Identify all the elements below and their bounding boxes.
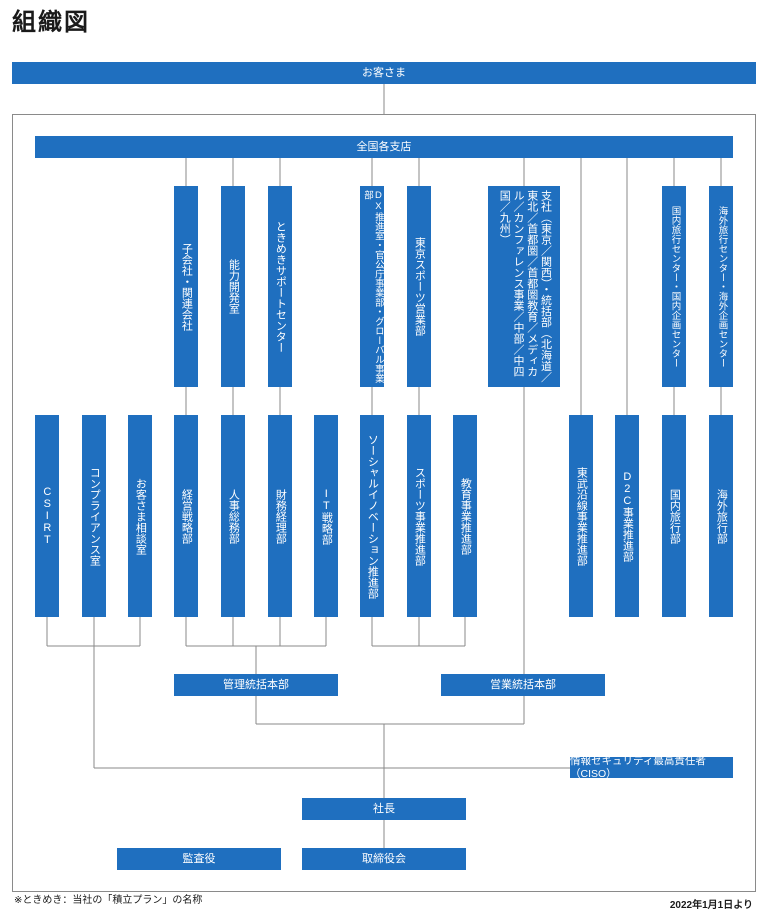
ciso-box: 情報セキュリティ最高責任者（CISO） [570, 755, 733, 780]
dept-customer-consultation: お客さま相談室 [128, 415, 152, 617]
dept-education-business-label: 教育事業推進部 [459, 477, 472, 555]
footnote: ※ときめき：当社の「積立プラン」の名称 [14, 895, 203, 906]
unit-tokyo-sports-sales-label: 東京スポーツ営業部 [413, 237, 426, 336]
dept-tobu-line-business: 東武沿線事業推進部 [569, 415, 593, 617]
customers-box: お客さま [12, 62, 756, 84]
unit-capability-development: 能力開発室 [221, 186, 245, 387]
unit-capability-development-label: 能力開発室 [227, 259, 240, 314]
unit-overseas-travel-center: 海外旅行センター・海外企画センター [709, 186, 733, 387]
dept-social-innovation-label: ソーシャルイノベーション推進部 [366, 433, 379, 599]
dept-overseas-travel-label: 海外旅行部 [715, 488, 728, 544]
dept-csirt-label: CSIRT [41, 486, 54, 546]
dept-finance-accounting-label: 財務経理部 [274, 488, 287, 544]
president-box: 社長 [302, 798, 466, 820]
unit-domestic-travel-center: 国内旅行センター・国内企画センター [662, 186, 686, 387]
organization-frame [12, 114, 756, 892]
unit-tokyo-sports-sales: 東京スポーツ営業部 [407, 186, 431, 387]
dept-finance-accounting: 財務経理部 [268, 415, 292, 617]
dept-csirt: CSIRT [35, 415, 59, 617]
effective-date: 2022年1月1日より [669, 900, 753, 911]
sales-hq-box: 営業統括本部 [441, 674, 605, 696]
dept-customer-consultation-label: お客さま相談室 [134, 477, 147, 555]
unit-domestic-travel-center-label: 国内旅行センター・国内企画センター [669, 205, 681, 368]
dept-compliance-label: コンプライアンス室 [88, 466, 101, 566]
dept-corporate-strategy-label: 経営戦略部 [180, 488, 193, 544]
dept-social-innovation: ソーシャルイノベーション推進部 [360, 415, 384, 617]
dept-it-strategy: IT戦略部 [314, 415, 338, 617]
unit-branches-regional-label: 支社（東京／関西）・統括部（北海道／東北／首都圏／首都圏教育／メディカル／カンフ… [498, 190, 552, 383]
unit-overseas-travel-center-label: 海外旅行センター・海外企画センター [716, 205, 728, 368]
dept-it-strategy-label: IT戦略部 [320, 487, 333, 545]
unit-subsidiaries: 子会社・関連会社 [174, 186, 198, 387]
dept-sports-business: スポーツ事業推進部 [407, 415, 431, 617]
dept-d2c-business-label: D2C事業推進部 [621, 470, 634, 562]
dept-compliance: コンプライアンス室 [82, 415, 106, 617]
dept-hr-general-affairs-label: 人事総務部 [227, 488, 240, 544]
unit-tokimeki-support: ときめきサポートセンター [268, 186, 292, 387]
dept-domestic-travel-label: 国内旅行部 [668, 488, 681, 544]
unit-dx-public-global: DX推進室・官公庁事業部・グローバル事業部 [360, 186, 384, 387]
unit-tokimeki-support-label: ときめきサポートセンター [274, 220, 287, 353]
unit-subsidiaries-label: 子会社・関連会社 [180, 242, 193, 331]
dept-domestic-travel: 国内旅行部 [662, 415, 686, 617]
dept-d2c-business: D2C事業推進部 [615, 415, 639, 617]
dept-sports-business-label: スポーツ事業推進部 [413, 466, 426, 566]
board-box: 取締役会 [302, 848, 466, 870]
auditor-box: 監査役 [117, 848, 281, 870]
dept-overseas-travel: 海外旅行部 [709, 415, 733, 617]
dept-education-business: 教育事業推進部 [453, 415, 477, 617]
dept-corporate-strategy: 経営戦略部 [174, 415, 198, 617]
dept-hr-general-affairs: 人事総務部 [221, 415, 245, 617]
management-hq-box: 管理統括本部 [174, 674, 338, 696]
unit-dx-public-global-label: DX推進室・官公庁事業部・グローバル事業部 [362, 190, 384, 383]
dept-tobu-line-business-label: 東武沿線事業推進部 [575, 466, 588, 566]
unit-branches-regional: 支社（東京／関西）・統括部（北海道／東北／首都圏／首都圏教育／メディカル／カンフ… [488, 186, 560, 387]
branches-box: 全国各支店 [35, 136, 733, 158]
page-title: 組織図 [12, 9, 90, 36]
